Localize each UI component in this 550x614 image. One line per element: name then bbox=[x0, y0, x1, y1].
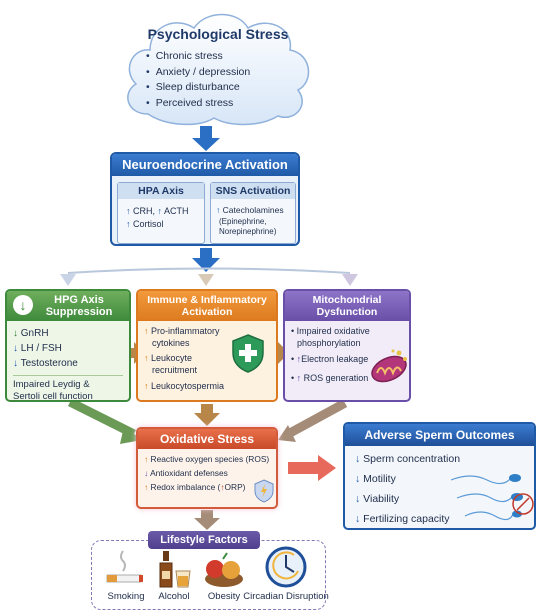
adverse-item: ↓ Viability bbox=[355, 493, 400, 505]
distribution-line bbox=[67, 267, 351, 274]
mitochondrion-icon bbox=[371, 349, 407, 383]
arrow-to-immune bbox=[198, 274, 214, 286]
sns-line-3: Norepinephrine) bbox=[219, 227, 277, 236]
up-arrow-icon: ↑ bbox=[296, 354, 302, 364]
mitochondrial-box: Mitochondrial Dysfunction • Impaired oxi… bbox=[283, 289, 411, 402]
down-arrow-icon: ↓ bbox=[13, 358, 18, 369]
up-arrow-icon: ↑ bbox=[126, 219, 131, 229]
arrow-neuro-down bbox=[192, 248, 220, 272]
hpa-line-2: ↑ Cortisol bbox=[126, 219, 164, 229]
down-arrow-icon: ↓ bbox=[13, 295, 33, 315]
immune-item: ↑ Leukocytospermia bbox=[144, 381, 225, 391]
sperm-icon bbox=[451, 474, 534, 521]
lifestyle-circadian-label: Circadian Disruption bbox=[243, 591, 329, 602]
sns-title: SNS Activation bbox=[211, 183, 295, 199]
mito-item: • ↑Electron leakage bbox=[291, 354, 369, 364]
up-arrow-icon: ↑ bbox=[144, 381, 149, 391]
hpa-axis-box: HPA Axis ↑ CRH, ↑ ACTH ↑ Cortisol bbox=[117, 182, 205, 244]
down-arrow-icon: ↓ bbox=[355, 513, 361, 525]
up-arrow-icon: ↑ bbox=[144, 482, 149, 492]
hpa-title: HPA Axis bbox=[118, 183, 204, 199]
arrow-immune-to-ox bbox=[194, 404, 220, 426]
psychological-stress-cloud: Psychological Stress Chronic stress Anxi… bbox=[118, 4, 318, 129]
sns-activation-box: SNS Activation ↑ Catecholamines (Epineph… bbox=[210, 182, 296, 244]
down-arrow-icon: ↓ bbox=[144, 468, 149, 478]
hpg-item: ↓ Testosterone bbox=[13, 358, 78, 369]
ox-item: ↑ Redox imbalance (↑ORP) bbox=[144, 482, 246, 492]
lifestyle-alcohol-label: Alcohol bbox=[158, 591, 190, 602]
arrow-ox-to-lifestyle bbox=[194, 510, 220, 530]
hpg-note-1: Impaired Leydig & bbox=[13, 379, 90, 390]
down-arrow-icon: ↓ bbox=[355, 473, 361, 485]
arrow-to-hpg bbox=[60, 274, 76, 286]
sns-line-1: ↑ Catecholamines bbox=[216, 205, 284, 215]
stress-title: Psychological Stress bbox=[147, 26, 289, 42]
up-arrow-icon: ↑ bbox=[216, 205, 221, 215]
up-arrow-icon: ↑ bbox=[126, 206, 131, 216]
shield-icon bbox=[254, 479, 274, 503]
hpg-suppression-box: ↓ HPG Axis Suppression ↓ GnRH ↓ LH / FSH… bbox=[5, 289, 131, 402]
stress-list: Chronic stress Anxiety / depression Slee… bbox=[146, 49, 251, 112]
up-arrow-icon: ↑ bbox=[296, 373, 302, 383]
immune-header: Immune & Inflammatory Activation bbox=[138, 291, 276, 321]
hpg-note-2: Sertoli cell function bbox=[13, 391, 93, 402]
arrow-hpg-to-ox bbox=[67, 397, 137, 439]
up-arrow-icon: ↑ bbox=[144, 326, 149, 336]
alcohol-icon bbox=[159, 551, 191, 588]
neuro-title: Neuroendocrine Activation bbox=[112, 154, 298, 176]
mito-header: Mitochondrial Dysfunction bbox=[285, 291, 409, 321]
adverse-item: ↓ Sperm concentration bbox=[355, 453, 461, 465]
list-item: Perceived stress bbox=[146, 96, 250, 112]
immune-item: ↑ Leukocyte bbox=[144, 353, 193, 363]
up-arrow-icon: ↑ bbox=[144, 454, 149, 464]
adverse-item: ↓ Fertilizing capacity bbox=[355, 513, 450, 525]
ox-title: Oxidative Stress bbox=[138, 429, 276, 449]
arrow-to-mito bbox=[342, 274, 358, 286]
down-arrow-icon: ↓ bbox=[13, 328, 18, 339]
lifestyle-obesity-label: Obesity bbox=[207, 591, 241, 602]
oxidative-stress-box: Oxidative Stress ↑ Reactive oxygen speci… bbox=[136, 427, 278, 509]
mito-item: • Impaired oxidative bbox=[291, 326, 370, 336]
adverse-item: ↓ Motility bbox=[355, 473, 396, 485]
obesity-food-icon bbox=[205, 552, 243, 587]
lifestyle-smoking-label: Smoking bbox=[107, 591, 145, 602]
list-item: Chronic stress bbox=[146, 49, 250, 65]
down-arrow-icon: ↓ bbox=[355, 453, 361, 465]
adverse-title: Adverse Sperm Outcomes bbox=[345, 424, 534, 446]
arrow-mito-to-ox bbox=[287, 399, 348, 437]
down-arrow-icon: ↓ bbox=[13, 343, 18, 354]
up-arrow-icon: ↑ bbox=[144, 353, 149, 363]
immune-item: ↑ Pro-inflammatory bbox=[144, 326, 220, 336]
up-arrow-icon: ↑ bbox=[157, 206, 163, 216]
up-arrow-icon: ↑ bbox=[220, 482, 225, 492]
hpg-item: ↓ GnRH bbox=[13, 328, 49, 339]
arrow-ox-to-adverse bbox=[288, 455, 336, 481]
hpg-item: ↓ LH / FSH bbox=[13, 343, 62, 354]
neuroendocrine-box: Neuroendocrine Activation HPA Axis ↑ CRH… bbox=[110, 152, 300, 246]
clock-icon bbox=[265, 546, 307, 588]
ox-item: ↑ Reactive oxygen species (ROS) bbox=[144, 454, 270, 464]
mito-item: • ↑ ROS generation bbox=[291, 373, 369, 383]
adverse-outcomes-box: Adverse Sperm Outcomes ↓ Sperm concentra… bbox=[343, 422, 536, 530]
ox-item: ↓ Antioxidant defenses bbox=[144, 468, 228, 478]
lifestyle-title: Lifestyle Factors bbox=[148, 531, 260, 549]
arrow-stress-to-neuro bbox=[192, 126, 220, 151]
list-item: Sleep disturbance bbox=[146, 80, 250, 96]
sns-line-2: (Epinephrine, bbox=[219, 217, 267, 226]
hpg-header: ↓ HPG Axis Suppression bbox=[7, 291, 129, 321]
shield-icon bbox=[232, 334, 264, 373]
cigarette-icon bbox=[106, 550, 143, 583]
immune-activation-box: Immune & Inflammatory Activation ↑ Pro-i… bbox=[136, 289, 278, 402]
hpa-line-1: ↑ CRH, ↑ ACTH bbox=[126, 206, 189, 216]
list-item: Anxiety / depression bbox=[146, 65, 251, 81]
down-arrow-icon: ↓ bbox=[355, 493, 361, 505]
